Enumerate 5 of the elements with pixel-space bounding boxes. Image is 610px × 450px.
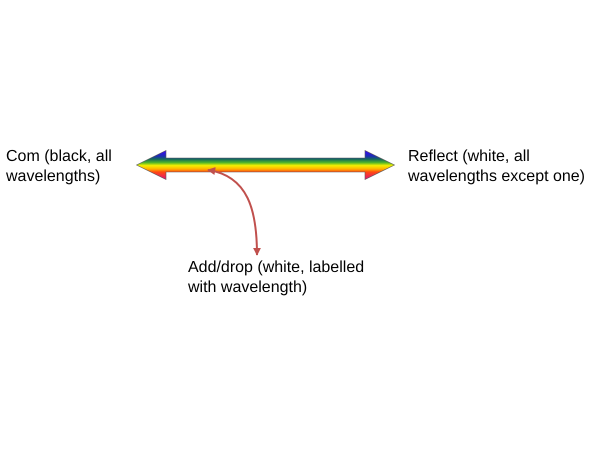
port-label: Reflect (white, all wavelengths except one) bbox=[408, 147, 608, 191]
port-label: Add/drop (white, labelled with wavelength) bbox=[188, 258, 388, 302]
double-headed-arrow-shape bbox=[136, 150, 395, 180]
curved-arrow bbox=[207, 168, 261, 256]
port-label: Com (black, all wavelengths) bbox=[6, 147, 130, 191]
